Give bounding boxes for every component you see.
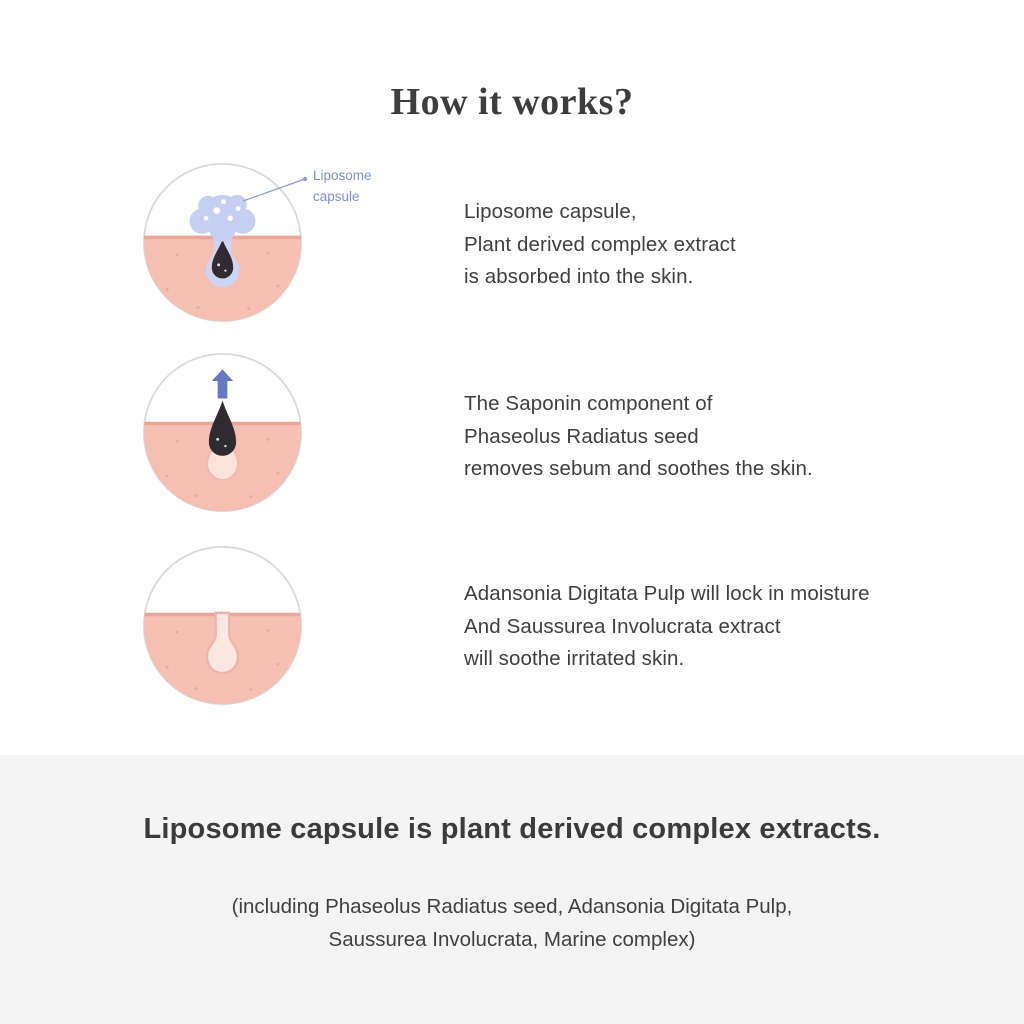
step-1-line-3: is absorbed into the skin. [464, 265, 694, 288]
step-2-line-3: removes sebum and soothes the skin. [464, 457, 813, 480]
callout-line-1: Liposome [313, 168, 372, 183]
step-3-description: Adansonia Digitata Pulp will lock in moi… [464, 578, 870, 676]
step-1-line-2: Plant derived complex extract [464, 232, 736, 256]
step-3-line-3: will soothe irritated skin. [464, 647, 685, 670]
step-3-line-2: And Saussurea Involucrata extract [464, 614, 781, 638]
up-arrow-icon [211, 369, 234, 399]
liposome-capsule-callout: Liposome capsule [313, 165, 372, 207]
summary-headline: Liposome capsule is plant derived comple… [143, 813, 881, 845]
step-2-line-2: Phaseolus Radiatus seed [464, 424, 699, 448]
summary-section: Liposome capsule is plant derived comple… [0, 755, 1024, 1024]
summary-subline-2: Saussurea Involucrata, Marine complex) [328, 928, 696, 951]
clean-pore-illustration [143, 546, 302, 705]
step-2-description: The Saponin component of Phaseolus Radia… [464, 388, 813, 486]
summary-subline-1: (including Phaseolus Radiatus seed, Adan… [231, 895, 793, 918]
callout-line-2: capsule [313, 189, 360, 204]
sebum-extraction-illustration [143, 353, 302, 512]
callout-pointer-line [242, 176, 308, 202]
step-2-line-1: The Saponin component of [464, 392, 713, 415]
pore-liposome-capsule-illustration [143, 163, 302, 322]
summary-sublines: (including Phaseolus Radiatus seed, Adan… [0, 890, 1024, 956]
step-1-description: Liposome capsule, Plant derived complex … [464, 196, 736, 294]
step-1-line-1: Liposome capsule, [464, 200, 637, 223]
page-title: How it works? [390, 81, 634, 123]
step-3-line-1: Adansonia Digitata Pulp will lock in moi… [464, 582, 870, 605]
